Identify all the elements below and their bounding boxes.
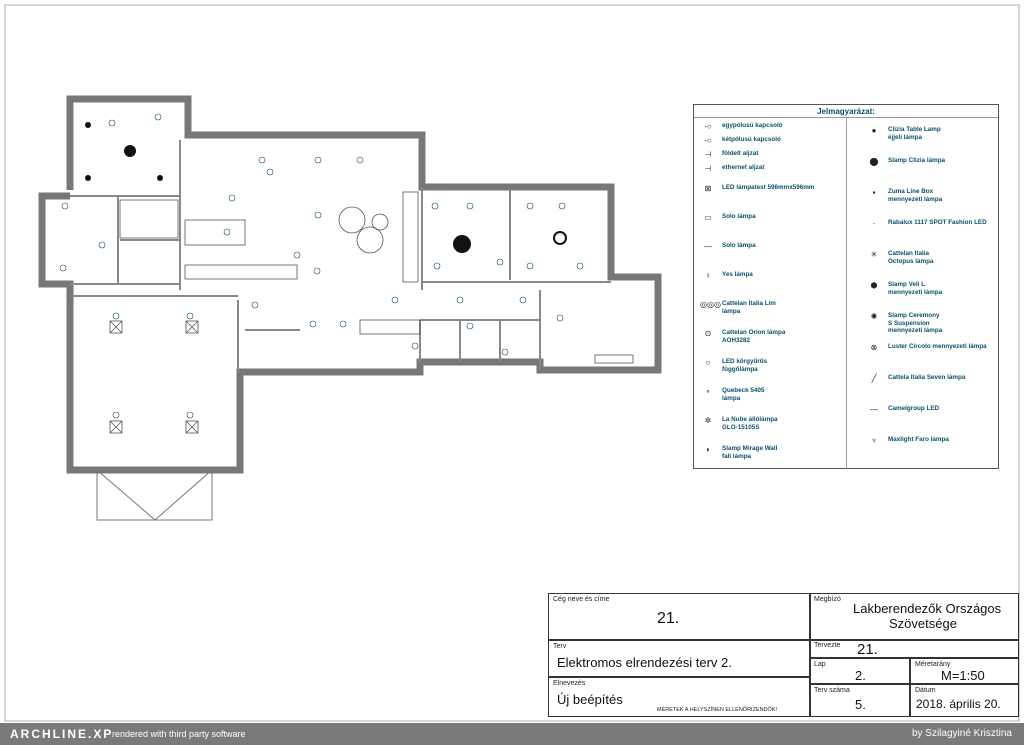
legend-label: LED körgyűrűs függőlámpa bbox=[722, 358, 768, 373]
company-label: Cég neve és címe bbox=[553, 596, 610, 603]
titleblock-designer-cell: Tervezte 21. bbox=[810, 640, 1019, 658]
date-value: 2018. április 20. bbox=[916, 697, 1001, 711]
titleblock-plan-cell: Terv Elektromos elrendezési terv 2. bbox=[548, 640, 810, 677]
company-value: 21. bbox=[657, 610, 680, 627]
ceremony-lamp-icon: ✺ bbox=[870, 312, 878, 321]
rabalux-spot-icon: · bbox=[872, 219, 876, 228]
legend-title-divider bbox=[694, 117, 998, 118]
terrace bbox=[96, 469, 213, 521]
zuma-line-box-icon: ▪ bbox=[872, 188, 876, 197]
designer-label: Tervezte bbox=[814, 642, 841, 649]
sheet-label: Lap bbox=[814, 661, 826, 668]
mirage-wall-lamp-icon: ◗ bbox=[705, 445, 711, 454]
client-value-line2: Szövetsége bbox=[889, 616, 957, 631]
legend-label: Rabalux 1117 SPOT Fashion LED bbox=[888, 219, 987, 226]
inner-walls bbox=[70, 140, 611, 372]
la-nube-floor-lamp-icon: ✲ bbox=[704, 416, 712, 425]
legend-label: Quebeck 5405 lámpa bbox=[722, 387, 765, 402]
legend-label: Yes lámpa bbox=[722, 271, 753, 278]
legend-label: ethernet aljzat bbox=[722, 164, 765, 171]
legend-label: Solo lámpa bbox=[722, 242, 756, 249]
orion-lamp-icon: ⊙ bbox=[704, 329, 712, 338]
legend-label: Slamp Ceremony S Suspension mennyezeti l… bbox=[888, 312, 943, 334]
titleblock-sheet-cell: Lap 2. bbox=[810, 658, 910, 684]
slamp-clizia-icon: ⬤ bbox=[869, 157, 879, 166]
octopus-lamp-icon: ✳ bbox=[870, 250, 878, 259]
titleblock-name-cell: Elnevezés Új beépítés MÉRETEK A HELYSZÍN… bbox=[548, 677, 810, 717]
legend-label: Clizia Table Lamp éjjeli lámpa bbox=[888, 126, 941, 141]
ethernet-socket-icon: ⊣ bbox=[704, 164, 712, 173]
camelgroup-led-icon: — bbox=[870, 405, 878, 414]
plan-no-value: 5. bbox=[855, 697, 866, 712]
plan-value: Elektromos elrendezési terv 2. bbox=[557, 655, 732, 670]
clizia-table-lamp-icon: ● bbox=[871, 126, 877, 135]
titleblock-company-cell: Cég neve és címe 21. bbox=[548, 593, 810, 640]
solo-lamp-line-icon: — bbox=[704, 242, 712, 251]
furniture bbox=[119, 191, 634, 364]
author-name: by Szilagyiné Krisztina bbox=[911, 728, 1012, 739]
footer-bar: ARCHLINE.XP rendered with third party so… bbox=[0, 723, 1024, 745]
legend-label: La Nube állólámpa GLO-15105S bbox=[722, 416, 778, 431]
legend-label: Slamp Clizia lámpa bbox=[888, 157, 946, 164]
name-label: Elnevezés bbox=[553, 680, 586, 687]
dimension-note: MÉRETEK A HELYSZÍNEN ELLENŐRIZENDŐK! bbox=[657, 707, 778, 713]
legend-label: Zuma Line Box mennyezeti lámpa bbox=[888, 188, 943, 203]
legend-label: Cattela Italia Seven lámpa bbox=[888, 374, 966, 381]
legend-label: kétpólusú kapcsoló bbox=[722, 136, 781, 143]
titleblock-plan-no-cell: Terv száma 5. bbox=[810, 684, 910, 717]
ceiling-panels bbox=[109, 320, 199, 434]
lamp-symbols bbox=[85, 122, 567, 253]
legend-label: Cattelan Italia Lim lámpa bbox=[722, 300, 776, 315]
faro-lamp-icon: ♆ bbox=[871, 436, 877, 445]
legend-label: Maxlight Faro lámpa bbox=[888, 436, 949, 443]
legend-label: egypólusú kapcsoló bbox=[722, 122, 783, 129]
legend-title: Jelmagyarázat: bbox=[817, 107, 875, 116]
legend-label: Luster Circolo mennyezeti lámpa bbox=[888, 343, 987, 350]
legend-box: Jelmagyarázat: -○ egypólusú kapcsoló -○ két… bbox=[693, 104, 999, 469]
grounded-socket-icon: ⊣ bbox=[704, 150, 712, 159]
titleblock-client-cell: Megbízó Lakberendezők Országos Szövetség… bbox=[810, 593, 1019, 640]
legend-label: földelt aljzat bbox=[722, 150, 759, 157]
veli-lamp-icon: ⬢ bbox=[870, 281, 878, 290]
legend-label: Solo lámpa bbox=[722, 213, 756, 220]
single-pole-switch-icon: -○ bbox=[704, 122, 712, 131]
quebeck-lamp-icon: ∘ bbox=[705, 387, 711, 396]
yes-lamp-icon: ♀ bbox=[705, 271, 711, 280]
titleblock-scale-cell: Méretarány M=1:50 bbox=[910, 658, 1019, 684]
plan-no-label: Terv száma bbox=[814, 687, 850, 694]
legend-label: Cattelan Orion lámpa AOH3282 bbox=[722, 329, 786, 344]
led-panel-icon: ⊠ bbox=[704, 184, 712, 193]
sheet-value: 2. bbox=[855, 668, 866, 683]
scale-value: M=1:50 bbox=[941, 668, 985, 683]
client-value-line1: Lakberendezők Országos bbox=[853, 601, 1002, 616]
led-ring-pendant-icon: ○ bbox=[705, 358, 711, 367]
archline-logo: ARCHLINE.XP bbox=[10, 727, 114, 741]
name-value: Új beépítés bbox=[557, 692, 623, 707]
legend-label: Camelgroup LED bbox=[888, 405, 940, 412]
solo-lamp-icon: ▭ bbox=[704, 213, 712, 222]
plan-label: Terv bbox=[553, 643, 567, 650]
titleblock-date-cell: Dátum 2018. április 20. bbox=[910, 684, 1019, 717]
designer-value: 21. bbox=[857, 641, 878, 658]
seven-lamp-icon: ╱ bbox=[871, 374, 877, 383]
legend-label: Slamp Veli L mennyezeti lámpa bbox=[888, 281, 943, 296]
rendered-note: rendered with third party software bbox=[112, 729, 246, 739]
legend-column-divider bbox=[846, 117, 847, 469]
client-label: Megbízó bbox=[814, 596, 841, 603]
circuit-markers bbox=[59, 113, 584, 419]
legend-label: Slamp Mirage Wall fali lámpa bbox=[722, 445, 778, 460]
legend-label: Cattelan Italia Octopus lámpa bbox=[888, 250, 934, 265]
cattelan-lim-icon: ◎◎◎ bbox=[700, 300, 721, 309]
date-label: Dátum bbox=[915, 687, 936, 694]
legend-label: LED lámpatest 596mmx596mm bbox=[722, 184, 815, 191]
circolo-lamp-icon: ⊗ bbox=[870, 343, 878, 352]
scale-label: Méretarány bbox=[915, 661, 951, 668]
double-pole-switch-icon: -○ bbox=[704, 136, 712, 145]
